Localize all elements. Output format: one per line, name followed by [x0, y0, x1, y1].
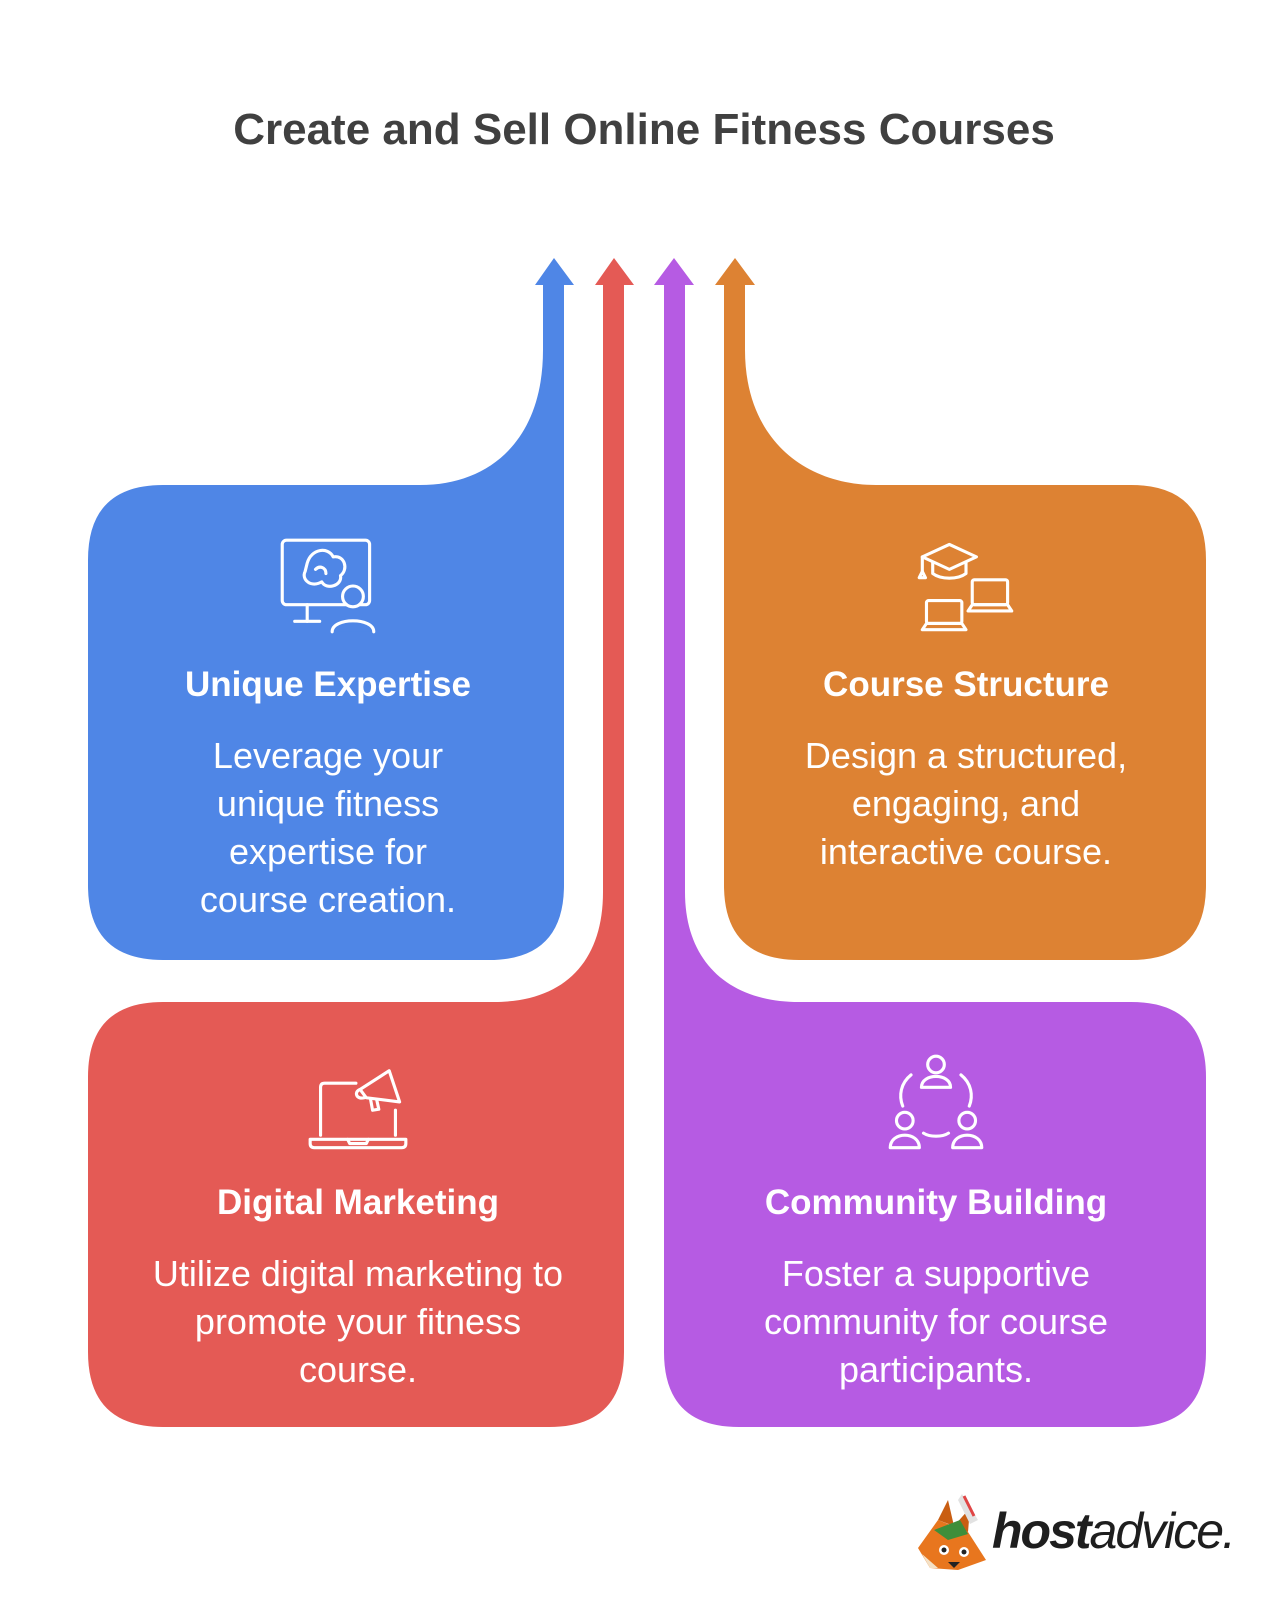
card-course-structure: Course Structure Design a structured, en… [726, 522, 1206, 876]
presenter-screen-icon [280, 538, 376, 634]
card-heading: Course Structure [823, 665, 1109, 704]
card-shape-unique-expertise [88, 258, 574, 960]
card-shape-community-building [654, 258, 1206, 1427]
card-description: Foster a supportive community for course… [763, 1253, 1109, 1390]
page-title: Create and Sell Online Fitness Courses [233, 105, 1055, 154]
graduation-laptops-icon [917, 542, 1014, 632]
card-heading: Digital Marketing [217, 1183, 499, 1222]
card-heading: Unique Expertise [185, 665, 471, 704]
brand-logo: hostadvice. [908, 1490, 1268, 1580]
card-unique-expertise: Unique Expertise Leverage your unique fi… [88, 522, 568, 924]
card-description: Design a structured, engaging, and inter… [804, 735, 1128, 872]
card-heading: Community Building [764, 1183, 1108, 1222]
people-community-icon [888, 1054, 984, 1150]
card-description: Leverage your unique fitness expertise f… [199, 735, 457, 920]
fox-mascot-icon [918, 1494, 986, 1570]
laptop-megaphone-icon [308, 1069, 408, 1150]
card-digital-marketing: Digital Marketing Utilize digital market… [88, 1038, 628, 1394]
brand-name: hostadvice. [992, 1503, 1236, 1559]
card-shape-digital-marketing [88, 258, 634, 1427]
card-community-building: Community Building Foster a supportive c… [666, 1038, 1206, 1394]
card-description: Utilize digital marketing to promote you… [152, 1253, 564, 1390]
